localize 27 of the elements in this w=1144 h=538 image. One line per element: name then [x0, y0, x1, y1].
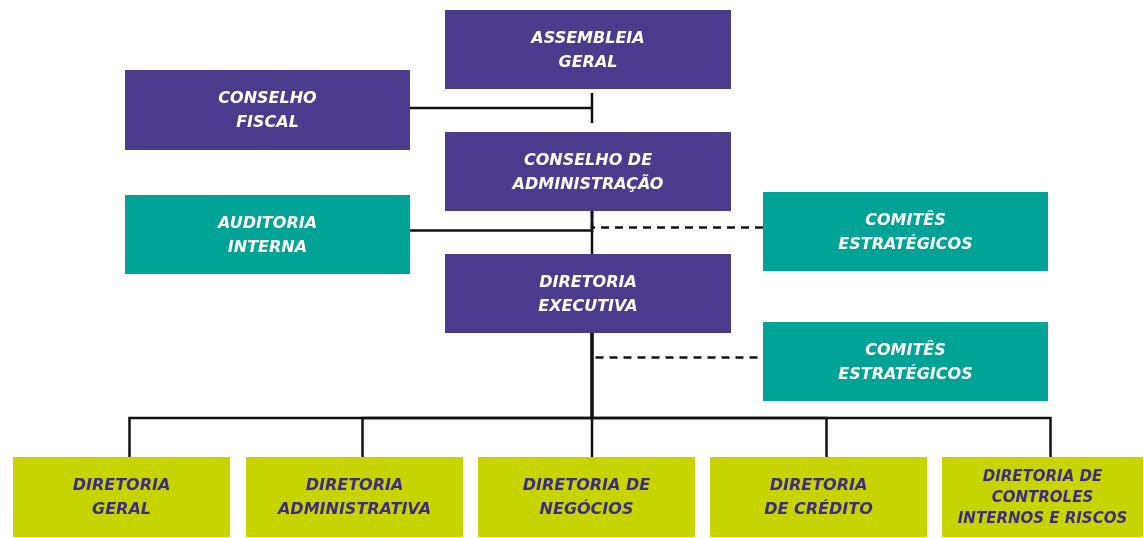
- box-label: COMITÊS ESTRATÉGICOS: [837, 338, 974, 385]
- connector-line: [590, 211, 763, 229]
- box-label: DIRETORIA DE CRÉDITO: [763, 474, 874, 520]
- governance-box: [125, 70, 410, 150]
- connector-line: [590, 333, 1052, 457]
- box-label: DIRETORIA EXECUTIVA: [537, 270, 639, 317]
- box-label: ASSEMBLEIA GERAL: [529, 26, 646, 73]
- committee-box: [763, 322, 1048, 401]
- committee-box: [125, 195, 410, 274]
- committee-box: [763, 192, 1048, 271]
- governance-box: [445, 10, 731, 89]
- box-label: DIRETORIA DE NEGÓCIOS: [521, 474, 652, 520]
- box-label: COMITÊS ESTRATÉGICOS: [837, 208, 974, 255]
- department-box: [942, 457, 1143, 537]
- box-label: CONSELHO FISCAL: [217, 87, 318, 133]
- connector-line: [410, 91, 594, 125]
- department-box: [710, 457, 927, 537]
- box-label: DIRETORIA DE CONTROLES INTERNOS E RISCOS: [956, 465, 1129, 529]
- box-label: AUDITORIA INTERNA: [216, 211, 319, 258]
- governance-box: [445, 132, 731, 211]
- governance-box: [445, 254, 731, 333]
- department-box: [13, 457, 230, 537]
- box-label: DIRETORIA GERAL: [71, 474, 172, 520]
- department-box: [246, 457, 463, 537]
- box-label: CONSELHO DE ADMINISTRAÇÃO: [510, 148, 665, 195]
- department-box: [478, 457, 695, 537]
- box-label: DIRETORIA ADMINISTRATIVA: [276, 474, 432, 520]
